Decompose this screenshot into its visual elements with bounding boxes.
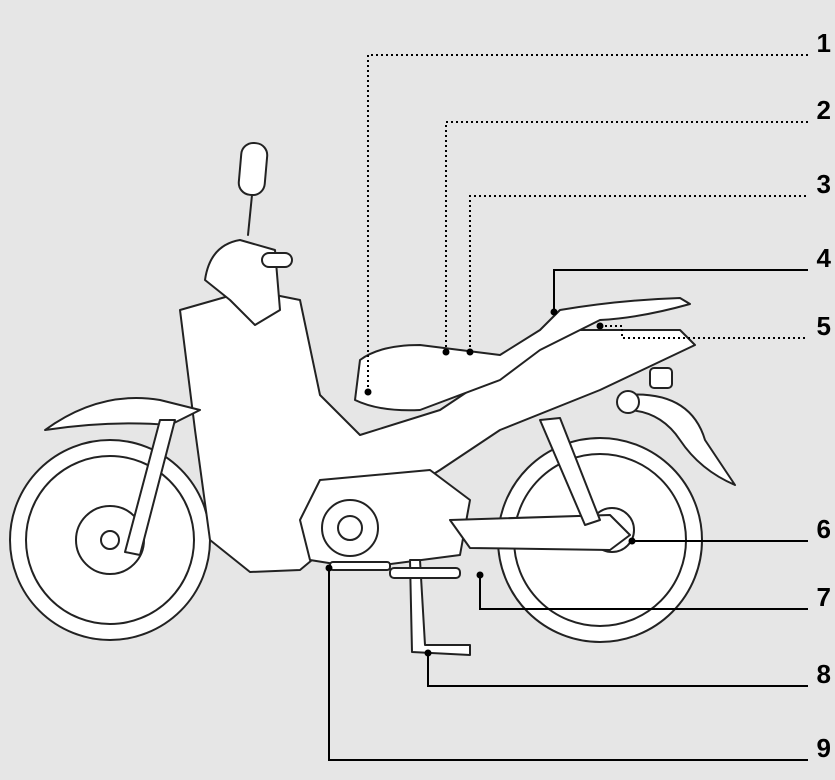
engine [300, 470, 470, 568]
mirror [238, 142, 268, 196]
callout-number-4: 4 [805, 245, 831, 271]
callout-dot-9 [326, 565, 333, 572]
callout-number-6: 6 [805, 516, 831, 542]
callout-dot-3 [467, 349, 474, 356]
callout-dot-5 [597, 323, 604, 330]
front-fender [45, 398, 200, 430]
swing-arm [450, 515, 630, 550]
callout-dot-2 [443, 349, 450, 356]
leader-line-3 [470, 196, 808, 352]
leader-line-8 [428, 653, 808, 686]
callout-number-8: 8 [805, 661, 831, 687]
grip [262, 253, 292, 267]
front-wheel [10, 440, 210, 640]
mirror-stem [248, 195, 252, 235]
callout-number-5: 5 [805, 313, 831, 339]
callout-number-2: 2 [805, 97, 831, 123]
callout-number-9: 9 [805, 735, 831, 761]
tail-light [650, 368, 672, 388]
step [330, 562, 390, 570]
callout-dot-8 [425, 650, 432, 657]
callout-dot-1 [365, 389, 372, 396]
callout-dot-6 [629, 538, 636, 545]
callout-number-1: 1 [805, 30, 831, 56]
callout-dot-4 [551, 309, 558, 316]
turn-signal [617, 391, 639, 413]
footrest [390, 568, 460, 578]
callout-number-7: 7 [805, 584, 831, 610]
callout-number-3: 3 [805, 171, 831, 197]
callout-dot-7 [477, 572, 484, 579]
